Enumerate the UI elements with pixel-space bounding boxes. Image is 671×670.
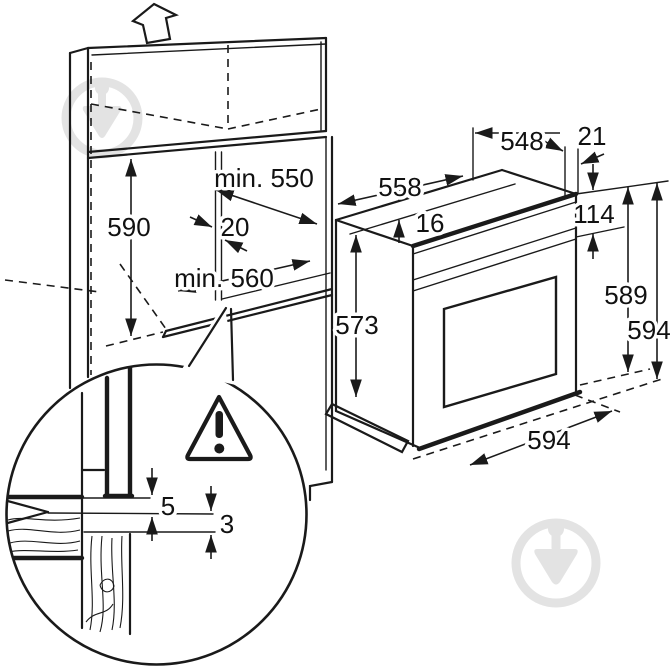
- oven-drawing: 548 21 558 16 114 573 589 594 594: [324, 118, 671, 466]
- dim-panel-height: 114: [573, 199, 614, 229]
- dim-niche-depth: min. 550: [214, 163, 314, 193]
- cabinet-drawing: 590 min. 550 20 min. 560: [4, 36, 334, 502]
- dim-niche-width: min. 560: [174, 263, 274, 293]
- dim-body-height: 589: [604, 280, 647, 310]
- dim-overall-height: 594: [627, 315, 670, 345]
- dim-niche-height: 590: [107, 212, 150, 242]
- oven-dimensions: 548 21 558 16 114 573 589 594 594: [332, 118, 671, 466]
- dim-overall-width: 594: [527, 425, 570, 455]
- watermark-logo-top-left: [61, 77, 143, 159]
- dim-top-width: 558: [378, 172, 421, 202]
- warning-icon: [185, 394, 253, 462]
- extraction-arrow-icon: [130, 2, 179, 45]
- dim-lower-gap: 3: [220, 509, 234, 539]
- dim-front-overhang: 21: [578, 121, 607, 151]
- dim-back-gap: 20: [221, 212, 250, 242]
- watermark-logo-bottom-right: [511, 518, 601, 608]
- dim-top-depth: 548: [500, 126, 543, 156]
- detail-dimensions: 5 3: [146, 468, 238, 559]
- dim-upper-gap: 5: [161, 491, 175, 521]
- dim-top-edge: 16: [416, 208, 445, 238]
- detail-circle: 5 3: [5, 304, 308, 666]
- cabinet-dimensions: 590 min. 550 20 min. 560: [104, 159, 317, 336]
- dim-side-height: 573: [335, 310, 378, 340]
